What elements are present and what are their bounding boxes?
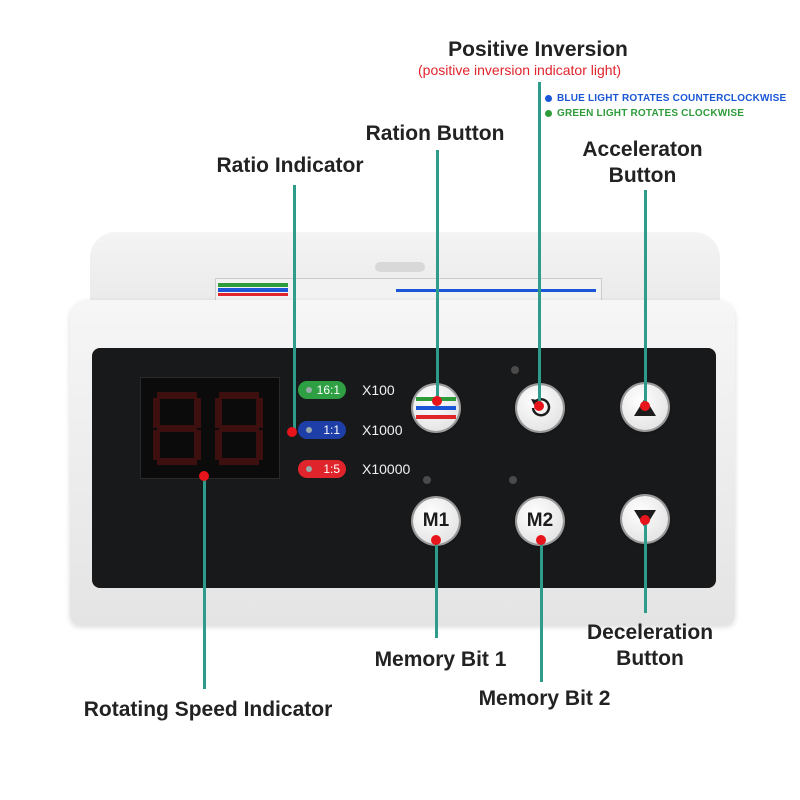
ration-button-line [436,150,439,400]
speed-indicator-pointer [199,471,209,481]
deceleration-pointer [640,515,650,525]
ratio-multiplier-x10000: X10000 [362,461,411,477]
device-top-vent [375,262,425,272]
deceleration-line-1: Deceleration [586,621,714,644]
memory-bit-1-label: Memory Bit 1 [374,648,507,671]
blue-dot-icon [545,95,552,102]
m1-indicator-led [423,476,431,484]
speed-display [140,377,280,479]
ration-button-pointer [432,396,442,406]
ration-button-label: Ration Button [365,122,505,145]
acceleration-line-2: Button [608,164,677,187]
memory-bit-2-label: Memory Bit 2 [478,687,611,710]
ratio-indicator-label: Ratio Indicator [216,154,364,177]
ratio-indicator-line [293,185,296,430]
acceleration-line [644,190,647,405]
blue-light-legend: BLUE LIGHT ROTATES COUNTERCLOCKWISE [545,93,786,104]
m2-indicator-led [509,476,517,484]
ratio-multiplier-x100: X100 [362,382,395,398]
green-dot-icon [545,110,552,117]
deceleration-button-label: Deceleration Button [575,620,725,672]
memory-bit-1-pointer [431,535,441,545]
rotating-speed-indicator-label: Rotating Speed Indicator [83,698,333,721]
deceleration-line-2: Button [616,647,684,670]
ratio-pill-16-1-text: 16:1 [316,383,340,397]
ratio-pill-1-1: 1:1 [298,421,346,439]
ratio-pill-1-1-text: 1:1 [323,423,340,437]
ratio-pill-1-5: 1:5 [298,460,346,478]
memory-bit-2-line [540,540,543,682]
acceleration-line-1: Acceleraton [582,138,703,161]
ratio-indicator-pointer [287,427,297,437]
ratio-pill-1-5-text: 1:5 [323,462,340,476]
deceleration-line [644,520,647,613]
inversion-pointer [534,401,544,411]
ratio-multiplier-x1000: X1000 [362,422,403,438]
positive-inversion-line [538,82,541,402]
speed-indicator-line [203,476,206,689]
m2-button-text: M2 [526,510,554,531]
acceleration-button-label: Acceleraton Button [575,137,710,189]
blue-light-text: BLUE LIGHT ROTATES COUNTERCLOCKWISE [557,93,787,104]
device-label-sticker [215,278,602,302]
positive-inversion-sublabel: (positive inversion indicator light) [418,62,622,78]
acceleration-pointer [640,401,650,411]
memory-bit-1-line [435,540,438,638]
memory-bit-2-pointer [536,535,546,545]
positive-inversion-label: Positive Inversion [448,38,628,61]
green-light-legend: GREEN LIGHT ROTATES CLOCKWISE [545,108,744,119]
inversion-indicator-led [511,366,519,374]
ratio-pill-16-1: 16:1 [298,381,346,399]
green-light-text: GREEN LIGHT ROTATES CLOCKWISE [557,108,745,119]
m1-button-text: M1 [422,510,450,531]
